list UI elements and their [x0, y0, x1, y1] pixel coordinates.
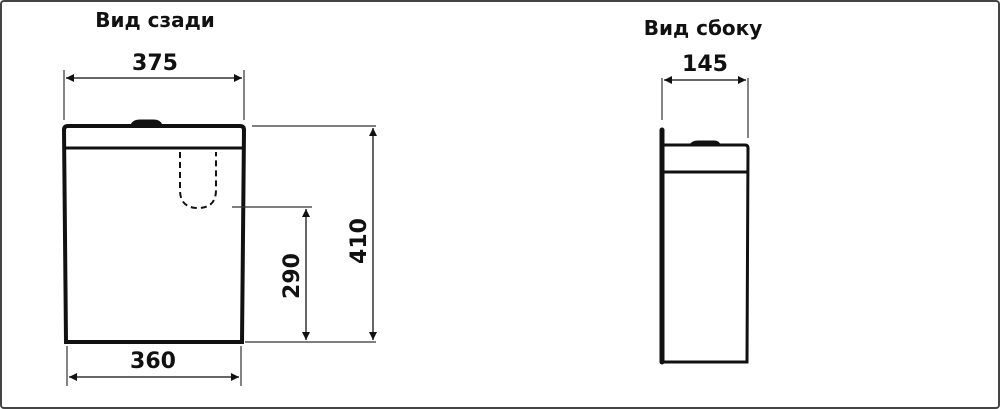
dim-375 [63, 70, 245, 120]
dim-410-label: 410 [347, 218, 372, 264]
rear-tank [61, 119, 247, 344]
dim-410 [245, 125, 377, 343]
dim-145-label: 145 [682, 52, 728, 77]
side-view-title: Вид сбоку [644, 16, 763, 40]
rear-view-title: Вид сзади [95, 8, 215, 32]
dim-360-label: 360 [130, 349, 176, 374]
dim-145 [661, 76, 749, 138]
dim-360 [66, 346, 242, 386]
flush-outlet-hidden [179, 152, 217, 210]
dim-375-label: 375 [132, 51, 178, 76]
side-tank [659, 127, 750, 365]
dim-290-label: 290 [280, 253, 305, 299]
dim-290 [232, 206, 312, 340]
